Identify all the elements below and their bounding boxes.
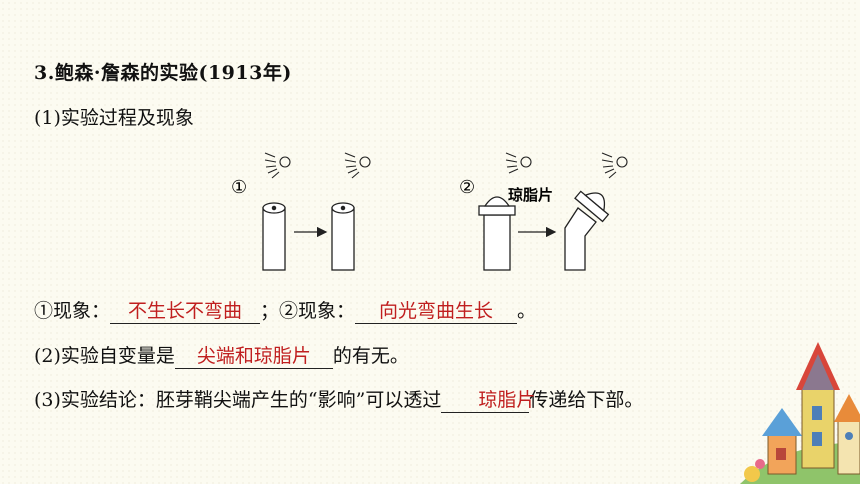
agar-label: 琼脂片 bbox=[508, 186, 553, 204]
variable-prefix: (2)实验自变量是 bbox=[34, 345, 175, 367]
sun-icon bbox=[505, 152, 532, 174]
agar-coleoptile-after bbox=[564, 190, 610, 271]
observation-middle: ；②现象： bbox=[260, 300, 356, 322]
conclusion-line: (3)实验结论：胚芽鞘尖端产生的“影响”可以透过琼脂片传递给下部。 bbox=[34, 385, 643, 413]
observation-line: ①现象：不生长不弯曲；②现象：向光弯曲生长。 bbox=[34, 296, 536, 324]
observation-end: 。 bbox=[517, 300, 537, 322]
conclusion-prefix: (3)实验结论：胚芽鞘尖端产生的“影响”可以透过 bbox=[34, 389, 442, 411]
cut-coleoptile-before bbox=[262, 202, 286, 271]
figure-label-2: ② bbox=[459, 177, 475, 198]
answer-observation-2: 向光弯曲生长 bbox=[355, 300, 518, 324]
answer-conclusion: 琼脂片 bbox=[441, 389, 535, 413]
castle-decoration bbox=[740, 342, 860, 484]
process-label: (1)实验过程及现象 bbox=[34, 107, 194, 129]
sun-icon bbox=[264, 152, 291, 179]
variable-line: (2)实验自变量是尖端和琼脂片的有无。 bbox=[34, 341, 409, 369]
section-heading: 3.鲍森·詹森的实验(1913年) bbox=[34, 62, 292, 84]
sun-icon bbox=[344, 152, 371, 179]
answer-observation-1: 不生长不弯曲 bbox=[110, 300, 261, 324]
sun-icon bbox=[601, 152, 628, 179]
agar-coleoptile-before bbox=[478, 196, 516, 271]
observation-prefix-1: ①现象： bbox=[34, 300, 111, 322]
figure-label-1: ① bbox=[231, 177, 247, 198]
variable-suffix: 的有无。 bbox=[332, 345, 409, 367]
answer-variable: 尖端和琼脂片 bbox=[174, 345, 333, 369]
cut-coleoptile-after bbox=[331, 202, 355, 271]
conclusion-suffix: 传递给下部。 bbox=[529, 389, 644, 411]
